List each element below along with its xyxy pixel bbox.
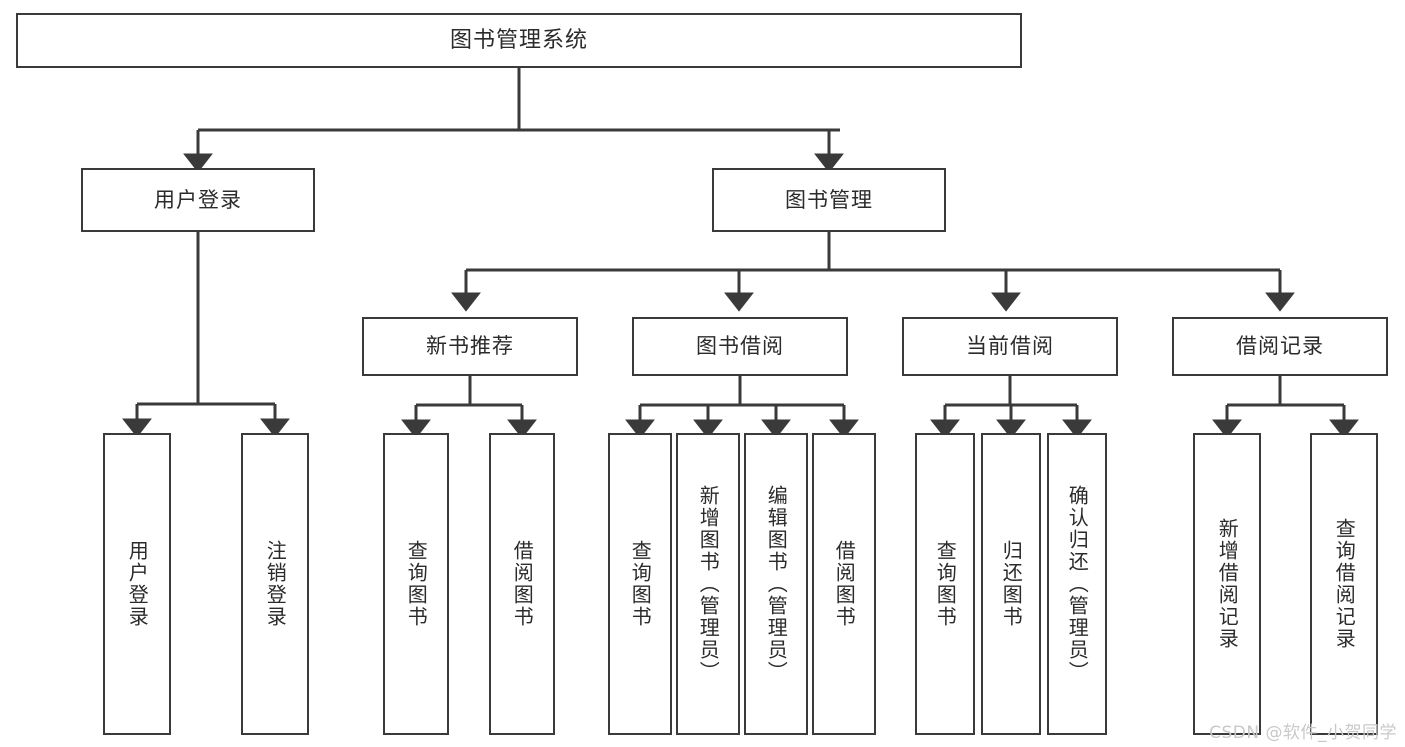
node-root-label: 图书管理系统 [449,27,588,53]
node-user-login[interactable]: 用户登录 [81,168,315,232]
node-borrow-record[interactable]: 借阅记录 [1172,317,1388,376]
node-book-management-label: 图书管理 [785,187,873,212]
leaf-user-login-signout-label: 注销登录 [263,540,288,628]
node-borrow-record-label: 借阅记录 [1236,334,1324,359]
leaf-user-login-signin-label: 用户登录 [125,540,150,628]
leaf-current-borrow-query-label: 查询图书 [933,540,958,628]
leaf-borrow-record-add[interactable]: 新增借阅记录 [1193,433,1261,735]
leaf-new-book-query[interactable]: 查询图书 [383,433,449,735]
node-current-borrow-label: 当前借阅 [966,334,1054,359]
leaf-current-borrow-return-label: 归还图书 [999,540,1024,628]
watermark: CSDN @软件_小贺同学 [1209,723,1397,743]
leaf-new-book-query-label: 查询图书 [404,540,429,628]
leaf-borrow-record-query-label: 查询借阅记录 [1332,518,1357,650]
leaf-borrow-record-query[interactable]: 查询借阅记录 [1310,433,1378,735]
node-new-book-recommend-label: 新书推荐 [426,334,514,359]
leaf-book-borrow-borrow[interactable]: 借阅图书 [812,433,876,735]
leaf-book-borrow-add[interactable]: 新增图书（管理员） [676,433,740,735]
leaf-book-borrow-add-label: 新增图书（管理员） [696,485,721,683]
leaf-new-book-borrow-label: 借阅图书 [510,540,535,628]
leaf-book-borrow-query[interactable]: 查询图书 [608,433,672,735]
node-current-borrow[interactable]: 当前借阅 [902,317,1118,376]
leaf-current-borrow-return[interactable]: 归还图书 [981,433,1041,735]
leaf-current-borrow-confirm-return[interactable]: 确认归还（管理员） [1047,433,1107,735]
leaf-current-borrow-query[interactable]: 查询图书 [915,433,975,735]
leaf-book-borrow-borrow-label: 借阅图书 [832,540,857,628]
leaf-book-borrow-query-label: 查询图书 [628,540,653,628]
leaf-book-borrow-edit-label: 编辑图书（管理员） [764,485,789,683]
node-book-borrow[interactable]: 图书借阅 [632,317,848,376]
leaf-new-book-borrow[interactable]: 借阅图书 [489,433,555,735]
node-user-login-label: 用户登录 [154,187,242,212]
node-book-borrow-label: 图书借阅 [696,334,784,359]
leaf-current-borrow-confirm-return-label: 确认归还（管理员） [1065,485,1090,683]
leaf-book-borrow-edit[interactable]: 编辑图书（管理员） [744,433,808,735]
node-book-management[interactable]: 图书管理 [712,168,946,232]
leaf-borrow-record-add-label: 新增借阅记录 [1215,518,1240,650]
leaf-user-login-signout[interactable]: 注销登录 [241,433,309,735]
node-new-book-recommend[interactable]: 新书推荐 [362,317,578,376]
node-root[interactable]: 图书管理系统 [16,13,1022,68]
leaf-user-login-signin[interactable]: 用户登录 [103,433,171,735]
